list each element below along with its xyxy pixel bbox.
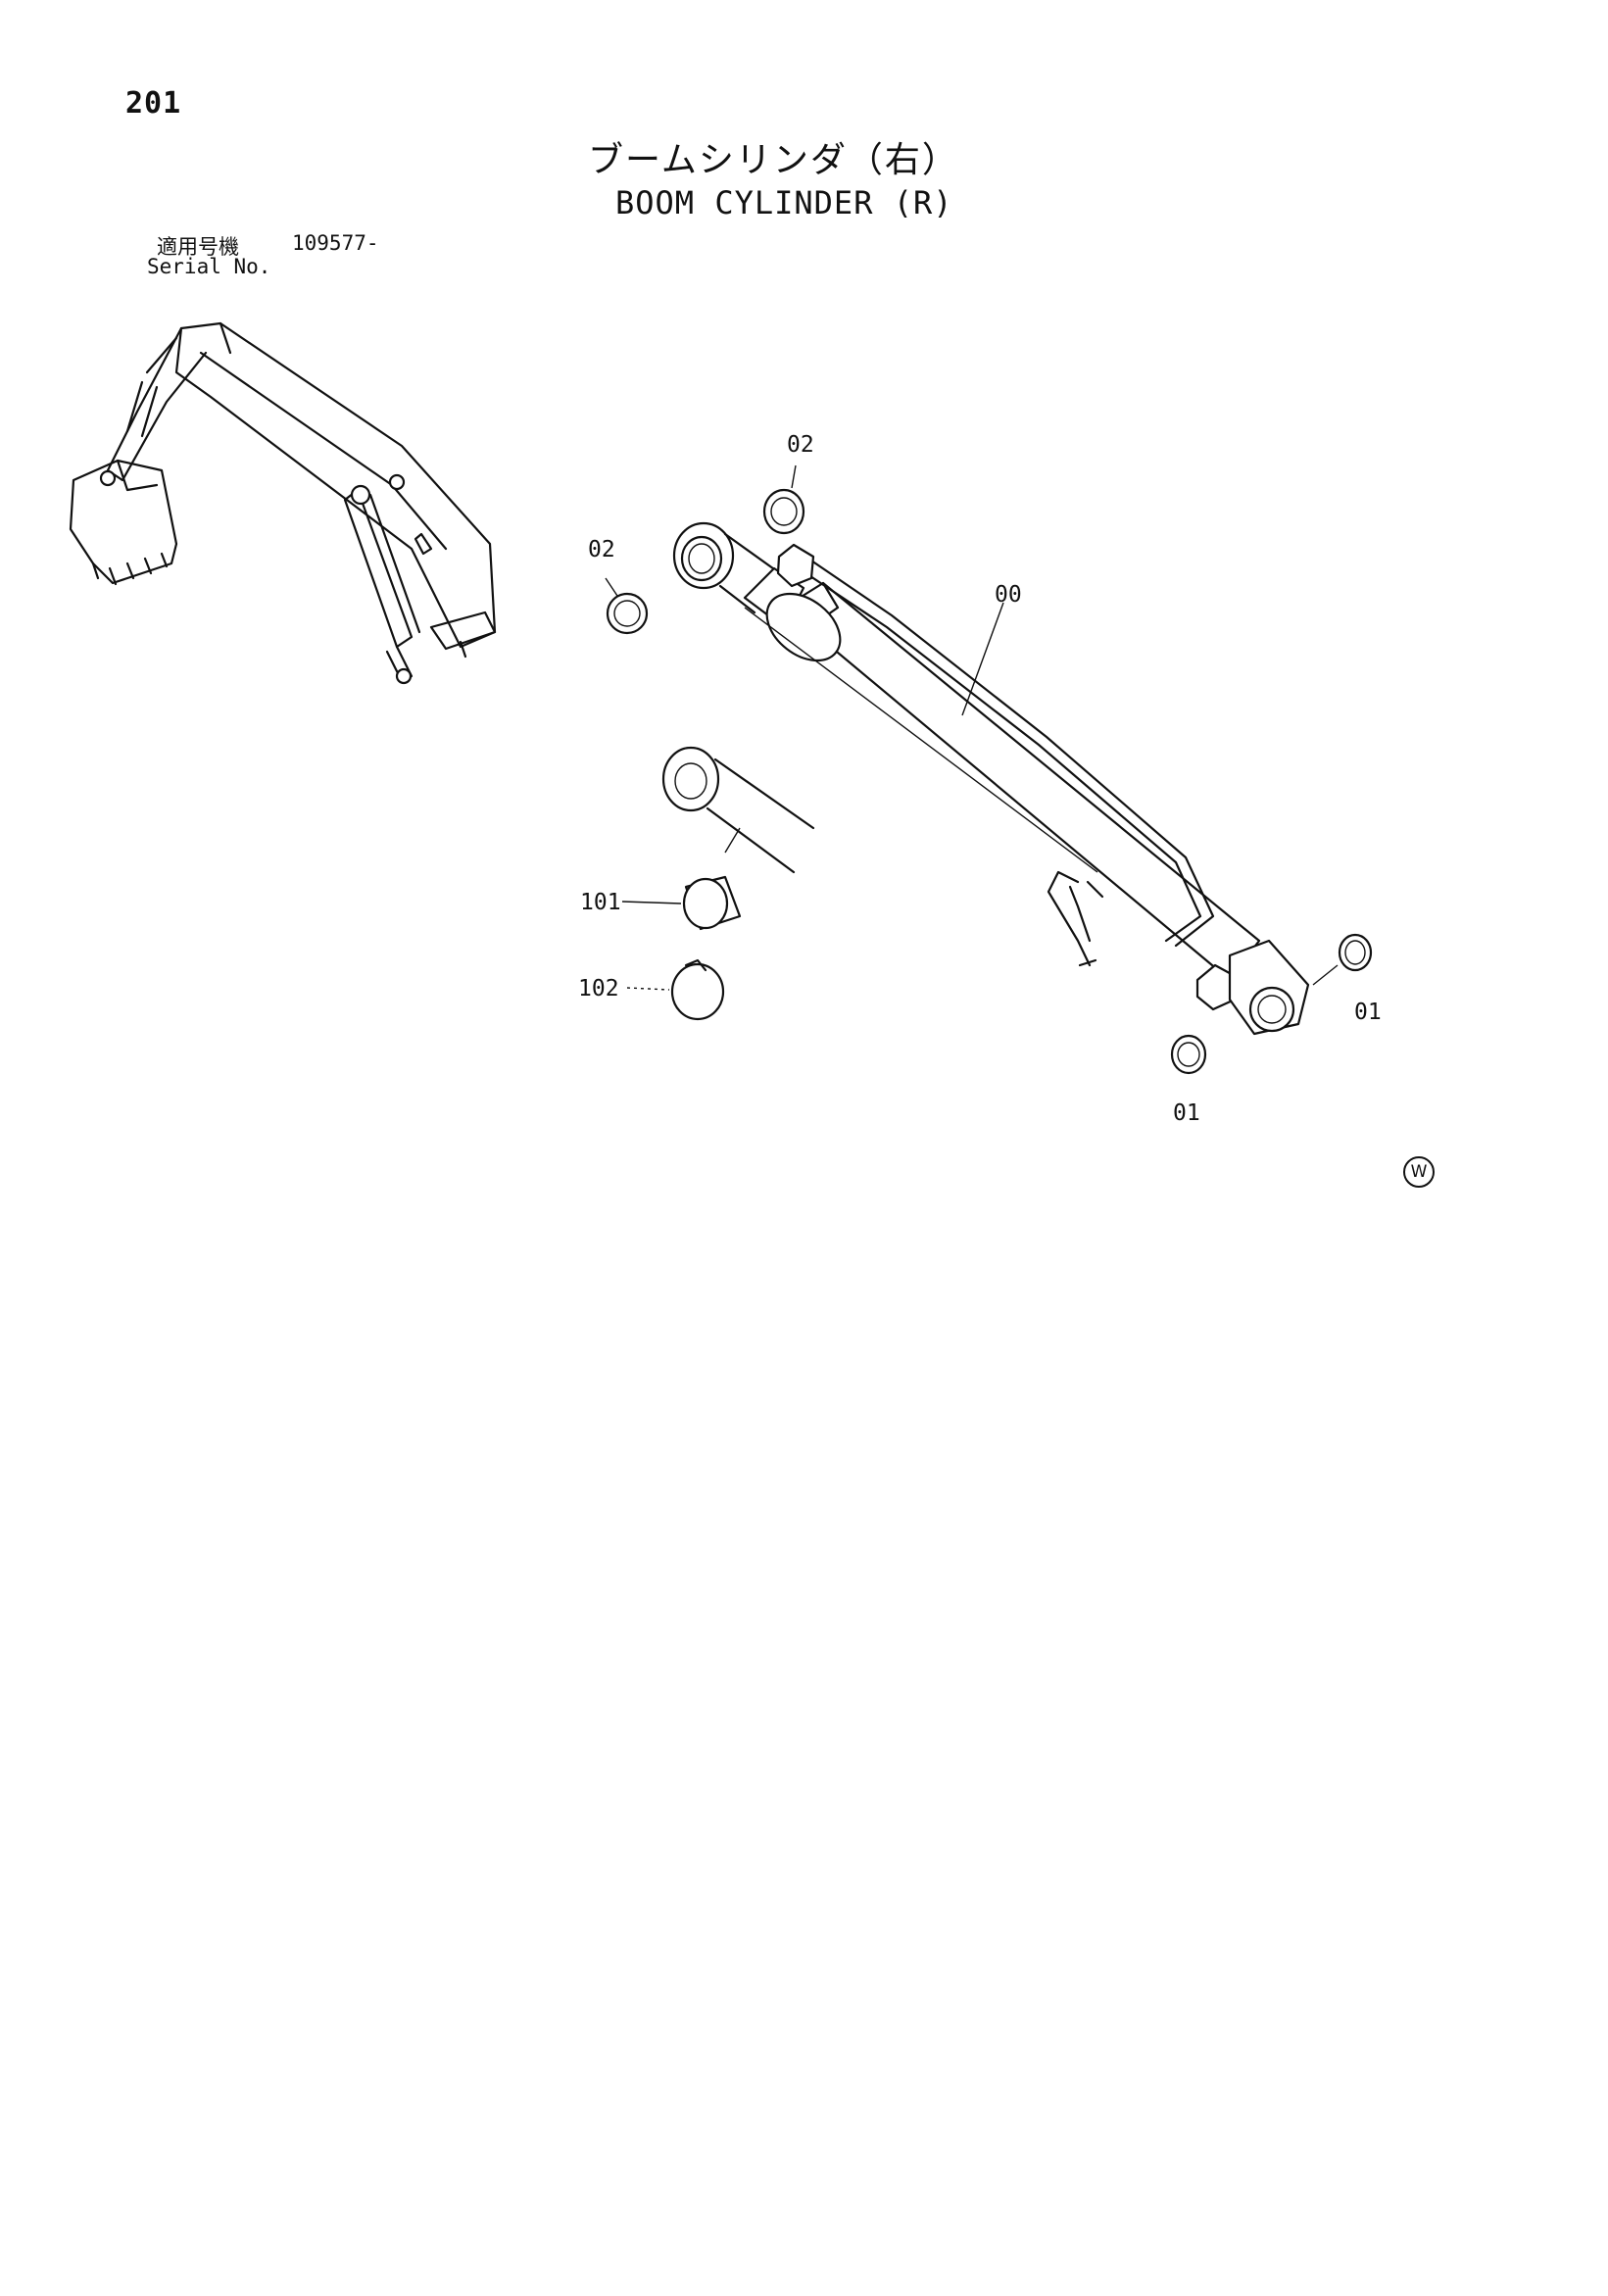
callout-01-bottom: 01 xyxy=(1173,1100,1200,1126)
callout-02-top: 02 xyxy=(787,432,814,458)
serial-label-en: Serial No. xyxy=(147,255,271,278)
leader-00 xyxy=(961,602,1004,716)
page-number: 201 xyxy=(125,86,182,121)
serial-label-jp: 適用号機 xyxy=(157,235,239,259)
callout-102: 102 xyxy=(578,976,619,1001)
bushing-02-left xyxy=(605,577,649,635)
w-mark-symbol: W xyxy=(1403,1156,1435,1188)
page-title-en: BOOM CYLINDER (R) xyxy=(615,184,953,221)
bushing-02-top xyxy=(762,464,805,535)
part-101-split-bushing xyxy=(621,827,742,931)
page-title-jp: ブームシリンダ（右） xyxy=(588,140,959,180)
bushing-01-right xyxy=(1312,933,1373,986)
callout-02-left: 02 xyxy=(588,537,615,562)
part-102-snap-ring xyxy=(626,958,725,1021)
callout-01-right: 01 xyxy=(1354,1000,1382,1025)
excavator-attachment-illustration xyxy=(69,321,497,685)
callout-00: 00 xyxy=(995,582,1022,608)
boom-cylinder-assembly xyxy=(661,521,1310,1036)
callout-101: 101 xyxy=(580,890,621,915)
serial-number-value: 109577- xyxy=(292,231,379,255)
bushing-01-bottom xyxy=(1170,1034,1207,1075)
